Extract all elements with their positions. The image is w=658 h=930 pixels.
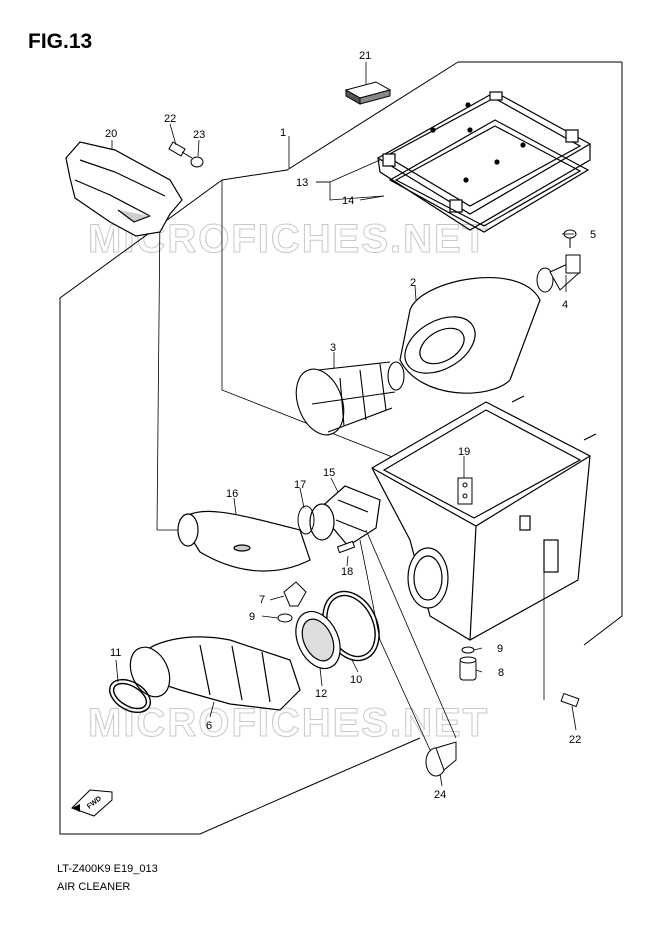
callout-9-right: 9: [497, 643, 503, 655]
part-11-clamp: [109, 678, 151, 714]
callout-20: 20: [105, 128, 117, 140]
part-18-bolt: [336, 540, 356, 554]
callout-10: 10: [350, 674, 362, 686]
callout-6: 6: [206, 720, 212, 732]
callout-24: 24: [434, 789, 446, 801]
part-7-fitting: [283, 581, 307, 607]
callout-9-left: 9: [249, 611, 255, 623]
part-21-pad: [344, 81, 392, 105]
part-19-bracket: [457, 477, 473, 505]
callout-4: 4: [562, 299, 568, 311]
callout-11: 11: [110, 647, 121, 659]
part-17-clamp: [297, 505, 315, 535]
part-14-gasket: [388, 119, 590, 233]
watermark-bottom: MICROFICHES.NET: [88, 701, 489, 745]
callout-7: 7: [259, 594, 265, 606]
part-23-washer: [190, 156, 204, 168]
part-6-boot: [129, 636, 301, 711]
callout-18: 18: [341, 566, 353, 578]
callout-13: 13: [296, 177, 308, 189]
part-13-cover: [376, 91, 592, 231]
callout-17: 17: [294, 479, 306, 491]
part-20-duct: [65, 141, 183, 237]
figure-title: FIG.13: [28, 30, 93, 53]
part-15-joint: [309, 485, 381, 547]
model-code: LT-Z400K9 E19_013: [57, 863, 158, 875]
callout-5: 5: [590, 229, 596, 241]
part-5-screw: [563, 229, 577, 248]
part-9-oring: [277, 613, 293, 623]
callout-3: 3: [330, 342, 336, 354]
assembly-frame: [59, 61, 623, 835]
callout-15: 15: [323, 467, 335, 479]
callout-1: 1: [280, 127, 286, 139]
part-24-drain: [425, 741, 457, 777]
part-9-oring-right: [461, 646, 475, 654]
callout-19: 19: [458, 446, 470, 458]
part-16-tube: [177, 510, 311, 572]
part-8-cap: [459, 656, 477, 681]
callout-2: 2: [410, 277, 416, 289]
callout-12: 12: [315, 688, 327, 700]
part-12-screen: [295, 610, 341, 670]
callout-labels: 1 2 3 4 5 6 7 8 9 9 10 11 12 13 14 15 16…: [105, 50, 596, 801]
callout-16: 16: [226, 488, 238, 500]
callout-21: 21: [359, 50, 371, 62]
part-22-bolt-bottom: [560, 692, 580, 708]
part-4-fitting: [536, 254, 581, 293]
part-3-cage: [295, 361, 405, 436]
callout-23: 23: [193, 129, 205, 141]
fwd-arrow-icon: FWD: [71, 789, 113, 817]
leader-lines: [111, 62, 577, 787]
air-cleaner-box: [371, 395, 597, 641]
part-22-bolt-top: [168, 141, 193, 159]
callout-8: 8: [498, 667, 504, 679]
section-name: AIR CLEANER: [57, 881, 131, 893]
part-2-filter: [399, 277, 541, 394]
callout-14: 14: [342, 195, 354, 207]
callout-22-bottom: 22: [569, 734, 581, 746]
callout-22-top: 22: [164, 113, 176, 125]
